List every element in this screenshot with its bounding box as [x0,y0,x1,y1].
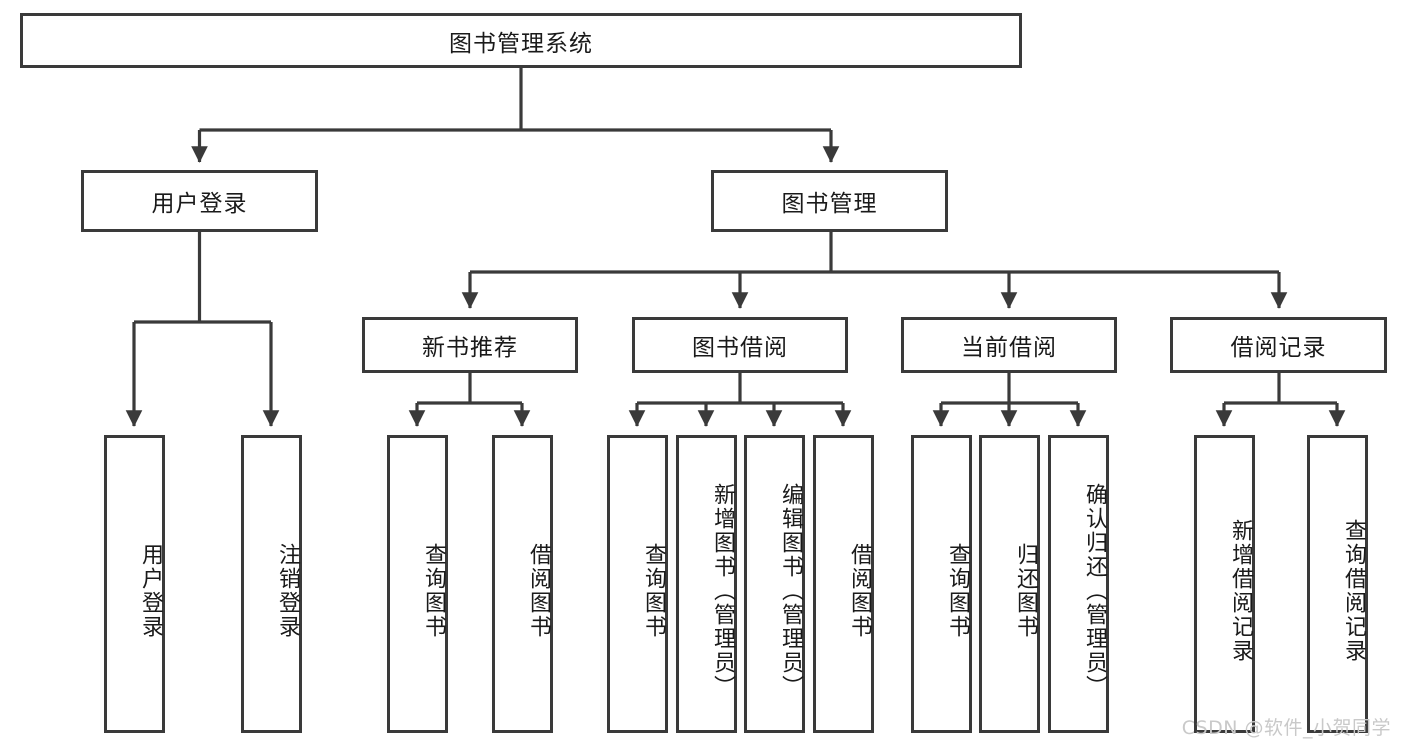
leaf-current-borrow-query-books[interactable]: 查询图书 [911,435,972,733]
leaf-current-borrow-confirm-return-admin[interactable]: 确认归还（管理员） [1048,435,1109,733]
leaf-borrow-record-add-record[interactable]: 新增借阅记录 [1194,435,1255,733]
leaf-user-login-logout[interactable]: 注销登录 [241,435,302,733]
leaf-new-book-query-books[interactable]: 查询图书 [387,435,448,733]
node-label: 借阅图书 [526,543,551,639]
node-label: 图书借阅 [692,335,788,361]
csdn-watermark: CSDN @软件_小贺同学 [1181,717,1391,739]
node-label: 图书管理系统 [449,30,593,57]
node-label: 图书管理 [781,191,878,217]
node-label: 用户登录 [138,543,163,639]
node-label: 用户登录 [151,191,248,217]
leaf-borrow-record-query-record[interactable]: 查询借阅记录 [1307,435,1368,733]
node-label: 借阅记录 [1230,335,1327,361]
node-book-borrow[interactable]: 图书借阅 [632,317,848,373]
node-label: 当前借阅 [961,335,1057,361]
node-label: 确认归还（管理员） [1082,483,1107,699]
leaf-book-borrow-query-books[interactable]: 查询图书 [607,435,668,733]
node-label: 新书推荐 [422,335,518,361]
node-label: 查询图书 [421,543,446,639]
node-book-management[interactable]: 图书管理 [711,170,948,232]
leaf-book-borrow-borrow-books[interactable]: 借阅图书 [813,435,874,733]
node-label: 查询借阅记录 [1341,519,1366,663]
node-label: 新增图书（管理员） [710,483,735,699]
node-label: 编辑图书（管理员） [778,483,803,699]
node-current-borrow[interactable]: 当前借阅 [901,317,1117,373]
node-new-book-recommendation[interactable]: 新书推荐 [362,317,578,373]
node-borrow-record[interactable]: 借阅记录 [1170,317,1387,373]
node-user-login[interactable]: 用户登录 [81,170,318,232]
node-label: 借阅图书 [847,543,872,639]
node-label: 查询图书 [945,543,970,639]
node-label: 注销登录 [275,543,300,639]
node-label: 新增借阅记录 [1228,519,1253,663]
leaf-current-borrow-return-books[interactable]: 归还图书 [979,435,1040,733]
leaf-new-book-borrow-books[interactable]: 借阅图书 [492,435,553,733]
leaf-user-login-do-login[interactable]: 用户登录 [104,435,165,733]
node-root-book-management-system[interactable]: 图书管理系统 [20,13,1022,68]
leaf-book-borrow-add-book-admin[interactable]: 新增图书（管理员） [676,435,737,733]
leaf-book-borrow-edit-book-admin[interactable]: 编辑图书（管理员） [744,435,805,733]
node-label: 归还图书 [1013,543,1038,639]
node-label: 查询图书 [641,543,666,639]
